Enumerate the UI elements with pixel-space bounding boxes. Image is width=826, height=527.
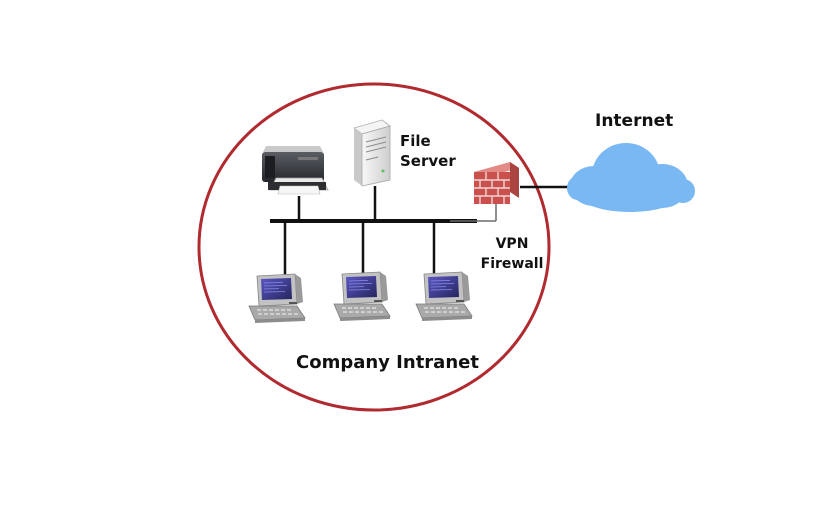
vpn-firewall-label: VPN Firewall (476, 234, 548, 274)
printer-icon (262, 146, 329, 195)
computer-icon (333, 271, 391, 322)
internet-label: Internet (595, 111, 674, 131)
file-server-label-line1: File (400, 132, 431, 150)
computer-icon (415, 271, 473, 322)
intranet-boundary (197, 82, 551, 412)
network-lines (270, 185, 572, 282)
firewall-label: Firewall (480, 256, 544, 272)
file-server-label-line2: Server (400, 152, 456, 170)
computer-icon (248, 273, 306, 324)
vpn-label: VPN (495, 236, 529, 252)
file-server-icon (353, 119, 391, 187)
intranet-label: Company Intranet (296, 352, 479, 373)
cloud-icon (567, 143, 695, 212)
file-server-label: File Server (400, 131, 456, 171)
firewall-icon (474, 162, 519, 204)
